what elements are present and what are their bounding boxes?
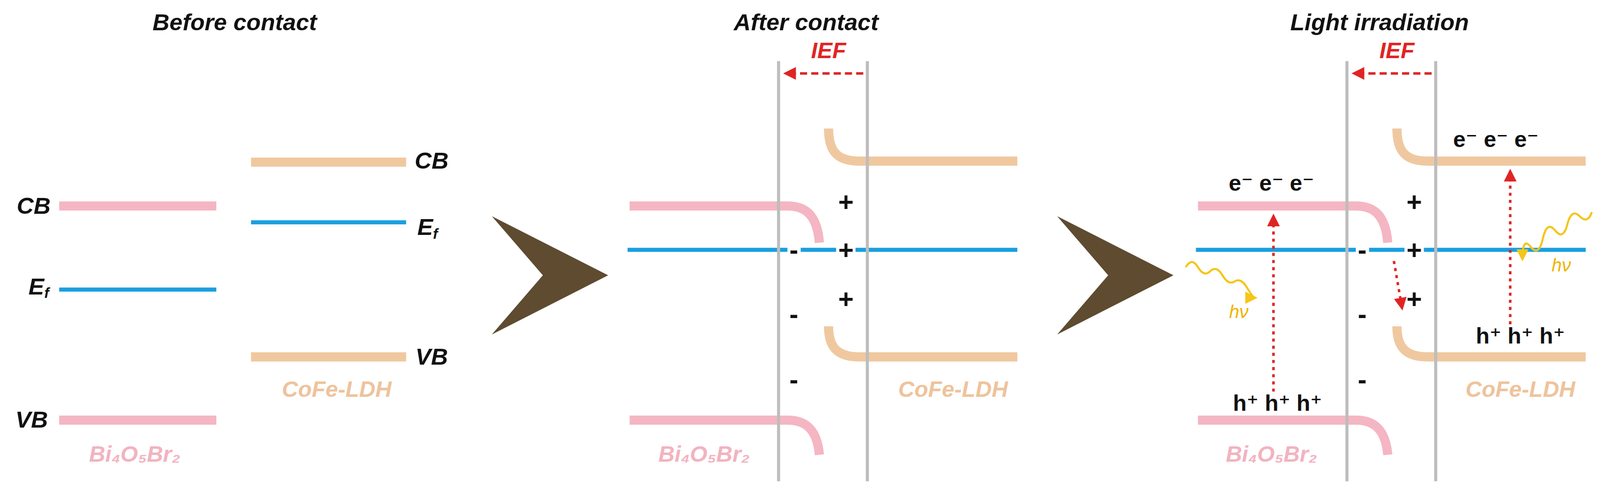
material-name: Bi₄O₅Br₂ [658, 443, 750, 467]
excitation-arrow [1272, 216, 1275, 392]
photon-label: hν [1551, 256, 1571, 275]
photon-label: hν [1228, 302, 1249, 322]
charge-sign: + [1404, 236, 1425, 263]
material-name: CoFe-LDH [281, 378, 392, 401]
band-label: CB [414, 149, 450, 174]
fermi-label: Ef [28, 275, 50, 301]
excitation-arrow [1509, 171, 1512, 325]
ief-label: IEF [811, 39, 847, 63]
charge-sign: + [837, 188, 854, 216]
recombination-arrow [1393, 261, 1402, 309]
band-label: VB [415, 345, 449, 369]
fermi-label: Ef [417, 215, 438, 242]
fermi-level [59, 287, 217, 292]
material-name: CoFe-LDH [1465, 378, 1575, 401]
ldh-cb-band [250, 157, 407, 167]
panel-title: Light irradiation [1290, 10, 1470, 35]
chevron-arrow [491, 216, 609, 335]
electron-label: e⁻ e⁻ e⁻ [1453, 128, 1539, 151]
charge-sign: - [1355, 236, 1369, 263]
panel-title: After contact [733, 10, 879, 35]
hole-label: h⁺ h⁺ h⁺ [1233, 392, 1323, 416]
ief-label: IEF [1379, 39, 1415, 63]
electron-label: e⁻ e⁻ e⁻ [1228, 172, 1315, 196]
ldh-vb-band [250, 352, 407, 362]
band-label: VB [15, 408, 49, 433]
charge-sign: + [836, 236, 856, 263]
irradiation-bands [1196, 61, 1587, 482]
charge-sign: - [787, 236, 801, 263]
material-name: Bi₄O₅Br₂ [88, 443, 181, 467]
bi-cb-band [59, 201, 217, 211]
charge-sign: + [1406, 285, 1423, 313]
charge-sign: + [837, 285, 854, 313]
charge-sign: - [1357, 366, 1367, 393]
light-wave [1522, 212, 1592, 260]
chevron-arrow [1057, 216, 1174, 335]
panel-title: Before contact [152, 10, 317, 35]
light-wave [1185, 262, 1255, 298]
hole-label: h⁺ h⁺ h⁺ [1475, 325, 1565, 349]
charge-sign: + [1406, 188, 1423, 216]
fermi-level [250, 220, 407, 225]
material-name: Bi₄O₅Br₂ [1225, 443, 1318, 467]
bi-vb-band [59, 415, 217, 425]
charge-sign: - [789, 366, 799, 393]
material-name: CoFe-LDH [898, 378, 1008, 401]
charge-sign: - [789, 300, 799, 328]
after-contact-bands [627, 61, 1018, 482]
charge-sign: - [1357, 300, 1367, 328]
band-label: CB [16, 194, 51, 218]
